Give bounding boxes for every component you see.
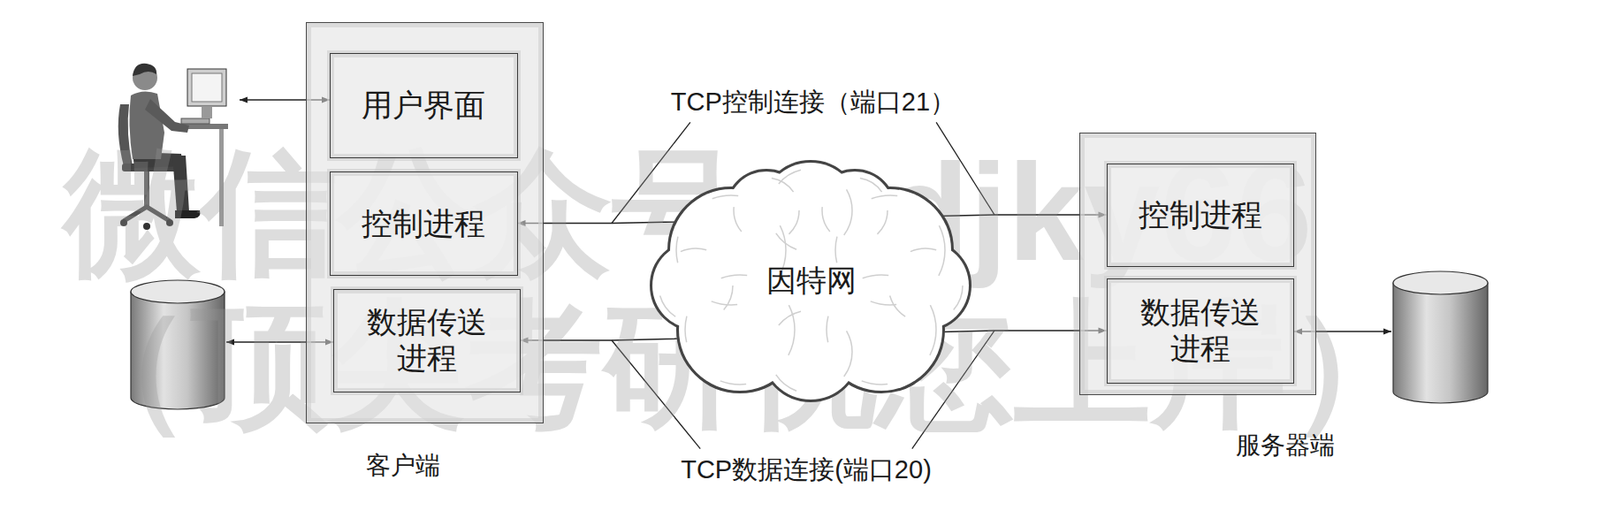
process-box: 控制进程 xyxy=(329,171,519,276)
side-heading: 客户端 xyxy=(365,450,441,481)
process-name: 用户界面 xyxy=(361,86,486,124)
side-heading: 服务器端 xyxy=(1235,430,1335,461)
label-holder: TCP数据连接(端口20) xyxy=(678,454,935,486)
connection-label: TCP控制连接（端口21） xyxy=(668,86,959,118)
process-box: 数据传送进程 xyxy=(1106,278,1295,384)
process-box: 数据传送进程 xyxy=(333,289,521,393)
connection-label: TCP数据连接(端口20) xyxy=(678,454,935,486)
server-frame: 服务器端控制进程数据传送进程 xyxy=(1079,132,1317,396)
internet-cloud: 因特网 xyxy=(642,152,980,409)
process-box: 控制进程 xyxy=(1106,163,1295,267)
process-name: 控制进程 xyxy=(361,205,486,243)
process-name: 控制进程 xyxy=(1138,196,1263,234)
process-name: 数据传送进程 xyxy=(1134,294,1267,367)
label-holder: TCP控制连接（端口21） xyxy=(668,86,959,118)
network-name: 因特网 xyxy=(766,262,857,299)
process-name: 数据传送进程 xyxy=(360,304,494,377)
client-frame: 客户端用户界面控制进程数据传送进程 xyxy=(305,22,544,424)
process-box: 用户界面 xyxy=(329,53,519,159)
